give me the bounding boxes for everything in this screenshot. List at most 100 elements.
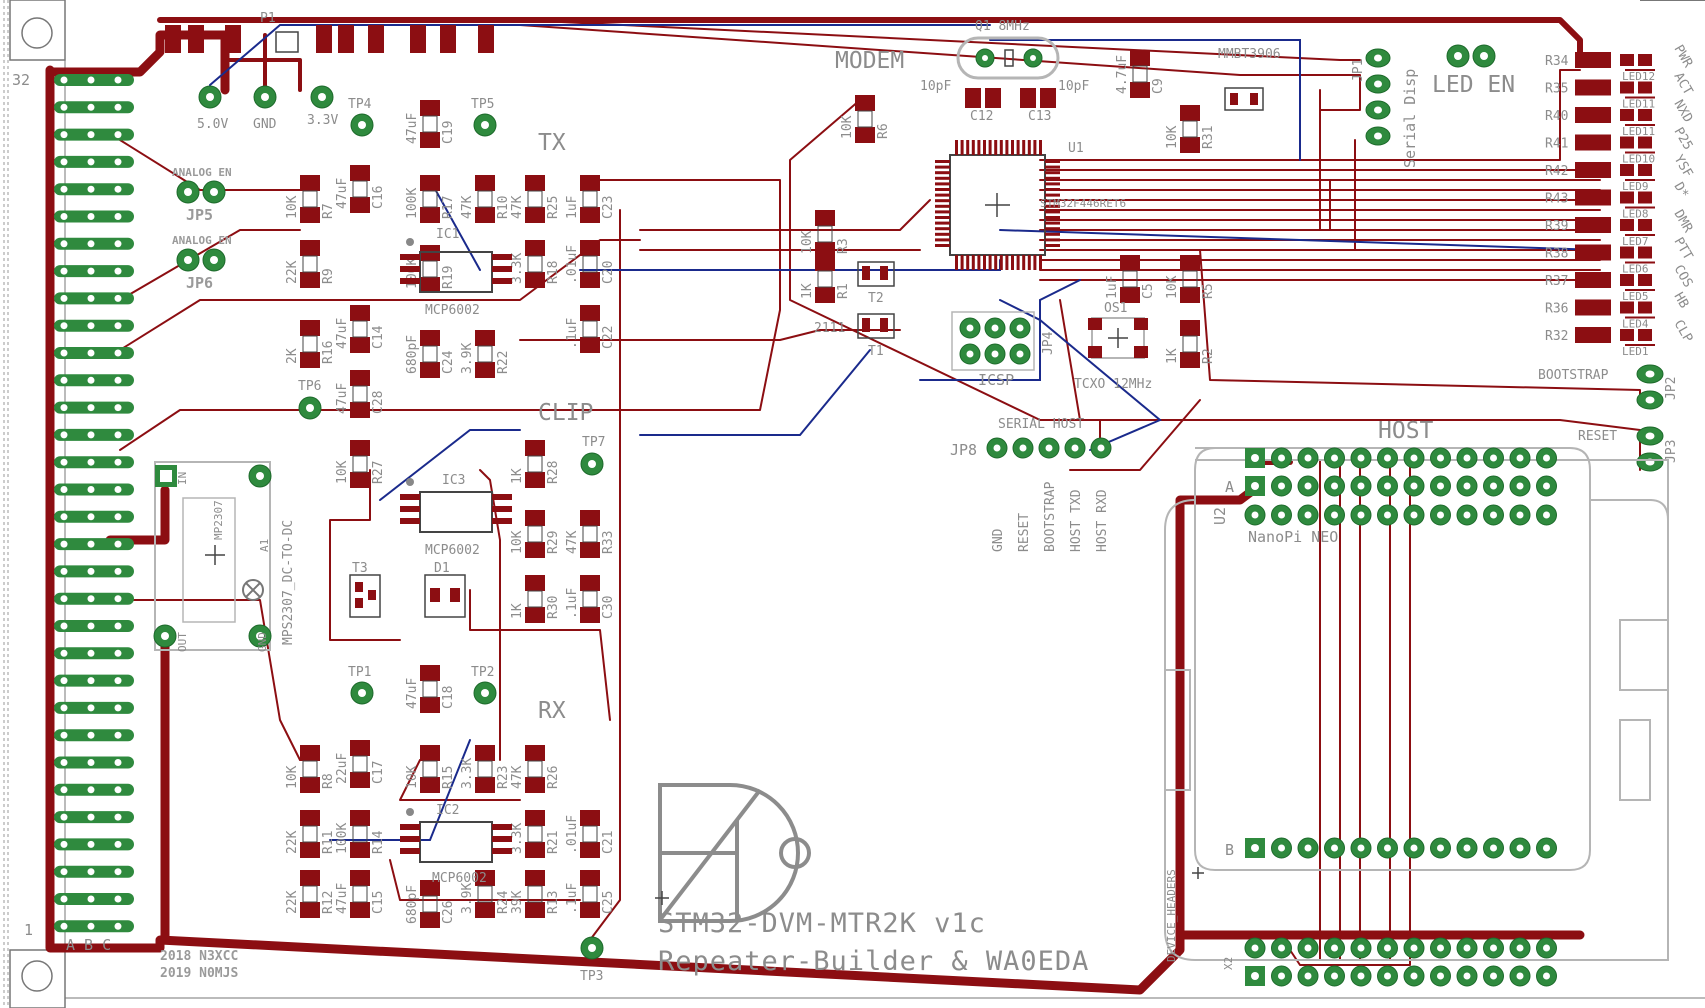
testpoint-tp6[interactable] (298, 396, 322, 420)
nanopi-module (1164, 447, 1669, 961)
modem-part-r3-value: 10K (800, 230, 815, 254)
edge-connector-row (54, 155, 134, 168)
jumper-jp3-reset[interactable] (1636, 426, 1664, 472)
rx-part-r12-ref: R12 (321, 891, 336, 914)
host-header-pin-2 (1038, 437, 1060, 459)
header-pin (1350, 965, 1372, 987)
icsp-header[interactable] (951, 311, 1035, 371)
u1-part: STM32F446RET6 (1040, 197, 1126, 210)
x2-label: X2 (1222, 957, 1235, 970)
jp2-label: JP2 (1664, 377, 1679, 400)
header-pin (1536, 475, 1557, 497)
tx-part-r9-value: 22K (285, 260, 300, 284)
header-pin (1377, 937, 1398, 959)
rx-part-r23-ref: R23 (496, 766, 511, 789)
testpoint-tp7[interactable] (580, 452, 604, 476)
jumper-jp6[interactable] (176, 248, 226, 272)
modem-part-r6-ref: R6 (876, 123, 891, 139)
a1-chip-label: MP2307 (212, 500, 225, 540)
os1-label: OS1 (1104, 301, 1127, 316)
tx-part-c22-ref: C22 (601, 326, 616, 349)
header-pin (1245, 476, 1265, 496)
power-testpoint-gnd[interactable] (253, 85, 277, 109)
header-pin (1509, 504, 1531, 526)
led-function-label: NXD (1671, 98, 1696, 126)
tx-part-r10-value: 47K (460, 195, 475, 219)
modem-part-r1-ref: R1 (836, 283, 851, 299)
header-pin (1483, 837, 1504, 859)
header-pin (1324, 837, 1345, 859)
modem-part-c9-ref: C9 (1151, 78, 1166, 94)
edge-connector-row (54, 374, 134, 387)
crystal-q1 (956, 36, 1060, 80)
header-pin (1297, 837, 1319, 859)
tx-part-r7-ref: R7 (321, 203, 336, 219)
header-pin (1297, 475, 1319, 497)
power-testpoint-5v[interactable] (198, 85, 222, 109)
modem-part-r3-ref: R3 (836, 238, 851, 254)
header-pin (1271, 447, 1292, 469)
testpoint-tp2[interactable] (473, 681, 497, 705)
edge-connector-row (54, 483, 134, 496)
tx-part-c24-ref: C24 (441, 350, 456, 374)
led-resistor-ref: R34 (1545, 54, 1569, 69)
edge-connector-row (54, 128, 134, 141)
header-pin (1245, 448, 1265, 468)
transistor-t2 (857, 261, 895, 287)
header-pin (1456, 937, 1478, 959)
header-pin (1483, 965, 1504, 987)
power-traces (45, 17, 1585, 995)
ic3-opamp (400, 478, 512, 533)
a1-label: A1 (258, 539, 271, 552)
header-pin (1350, 475, 1372, 497)
header-pin (1350, 837, 1372, 859)
rx-part-r11-value: 22K (285, 830, 300, 854)
testpoint-tp3[interactable] (580, 936, 604, 960)
board-outline (3, 0, 1705, 1008)
tx-part-r9-ref: R9 (321, 268, 336, 284)
edge-connector-row (54, 592, 134, 605)
header-pin (1536, 447, 1557, 469)
edge-connector-row (54, 565, 134, 578)
clip-part-r28-ref: R28 (546, 461, 561, 484)
jumper-jp1-serial-display[interactable] (1365, 48, 1391, 146)
led-resistor-ref: R32 (1545, 329, 1568, 344)
jumper-jp5[interactable] (176, 180, 226, 204)
power-label-gnd: GND (253, 117, 277, 132)
tx-part-c19-value: 47uF (405, 113, 420, 144)
modem-part-r2-value: 1K (1165, 348, 1180, 364)
power-testpoint-3v3[interactable] (310, 85, 334, 109)
testpoint-tp5[interactable] (473, 113, 497, 137)
ic1-label: IC1 (436, 227, 459, 242)
header-pin (1324, 937, 1345, 959)
q1-label: Q1 8MHz (975, 19, 1030, 34)
header-pin (1350, 937, 1372, 959)
led-resistor-ref: R43 (1545, 192, 1568, 207)
tx-part-c16-ref: C16 (371, 186, 386, 209)
jumper-led-enable[interactable] (1446, 44, 1496, 68)
testpoint-tp4[interactable] (350, 113, 374, 137)
clip-part-r33-ref: R33 (601, 531, 616, 554)
led-en-label: LED EN (1432, 72, 1515, 98)
transistor-q2 (1224, 87, 1264, 111)
header-pin (1430, 937, 1451, 959)
testpoint-tp1[interactable] (350, 681, 374, 705)
led-ref: LED7 (1622, 235, 1649, 248)
header-pin (1377, 965, 1398, 987)
jumper-jp2-bootstrap[interactable] (1636, 364, 1664, 410)
